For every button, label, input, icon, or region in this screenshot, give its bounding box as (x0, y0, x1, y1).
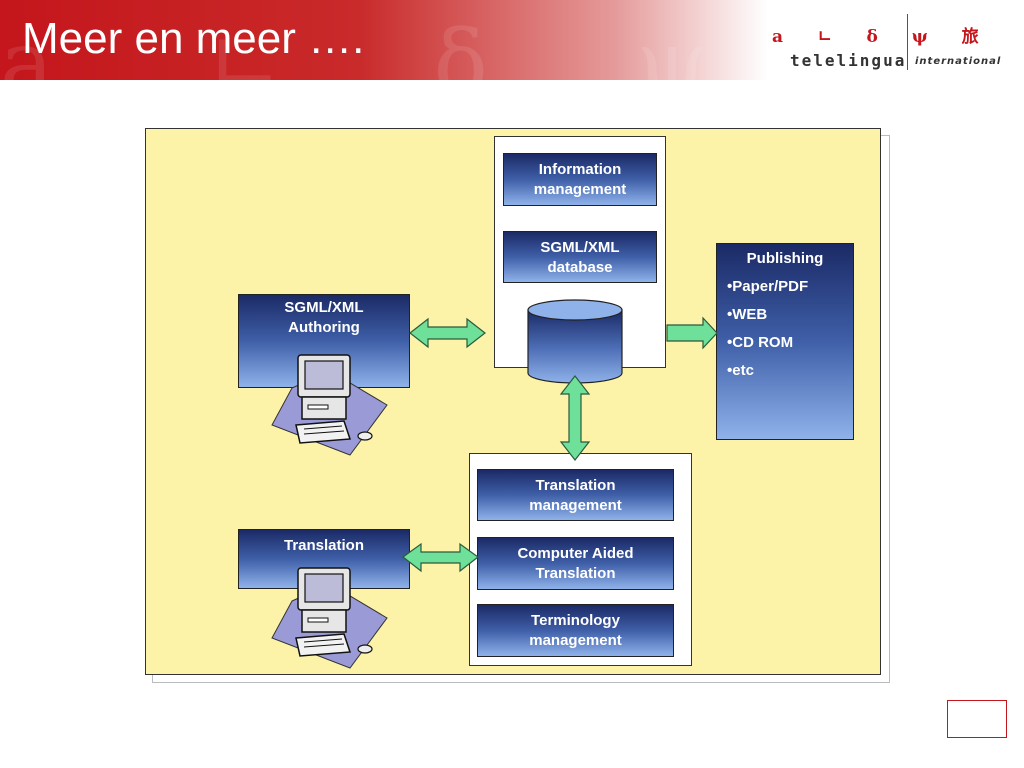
publishing-box: Publishing •Paper/PDF •WEB •CD ROM •etc (716, 243, 854, 440)
double-arrow-vertical-icon (559, 375, 591, 461)
publishing-item-web: •WEB (727, 306, 768, 323)
computer-icon (271, 567, 388, 669)
sgml-database-line2: database (547, 259, 613, 276)
publishing-item-paper: •Paper/PDF (727, 278, 809, 295)
sgml-database-line1: SGML/XML (540, 239, 620, 256)
sgml-database-box: SGML/XML database (503, 231, 657, 283)
translation-label: Translation (283, 537, 365, 554)
terminology-management-box: Terminology management (477, 604, 674, 657)
logo-glyphs: a ㄴ δ ψ 旅 (772, 27, 993, 47)
logo-wordmark: telelingua (790, 51, 907, 70)
publishing-title: Publishing (746, 250, 824, 267)
translation-management-line1: Translation (535, 477, 616, 494)
logo-divider (907, 14, 908, 70)
double-arrow-icon (409, 317, 486, 349)
page-title: Meer en meer …. (22, 14, 365, 63)
cat-box: Computer Aided Translation (477, 537, 674, 590)
double-arrow-icon (401, 542, 480, 573)
info-management-line1: Information (538, 161, 622, 178)
logo-suffix: international (915, 56, 1002, 67)
translation-management-line2: management (529, 497, 622, 514)
authoring-line1: SGML/XML (284, 299, 364, 316)
computer-icon (271, 354, 388, 456)
terminology-management-line2: management (529, 632, 622, 649)
cat-line2: Translation (535, 565, 616, 582)
info-management-box: Information management (503, 153, 657, 206)
header-banner: a ㄴ δ ψ 旅 Meer en meer …. (0, 0, 1024, 116)
database-cylinder-icon (527, 299, 623, 384)
cat-line1: Computer Aided (517, 545, 634, 562)
terminology-management-line1: Terminology (531, 612, 620, 629)
publishing-item-etc: •etc (727, 362, 754, 379)
arrow-right-icon (666, 316, 718, 350)
publishing-item-cdrom: •CD ROM (727, 334, 794, 351)
slide-corner-box (947, 700, 1007, 738)
translation-management-box: Translation management (477, 469, 674, 521)
authoring-line2: Authoring (288, 319, 360, 336)
info-management-line2: management (533, 181, 627, 198)
